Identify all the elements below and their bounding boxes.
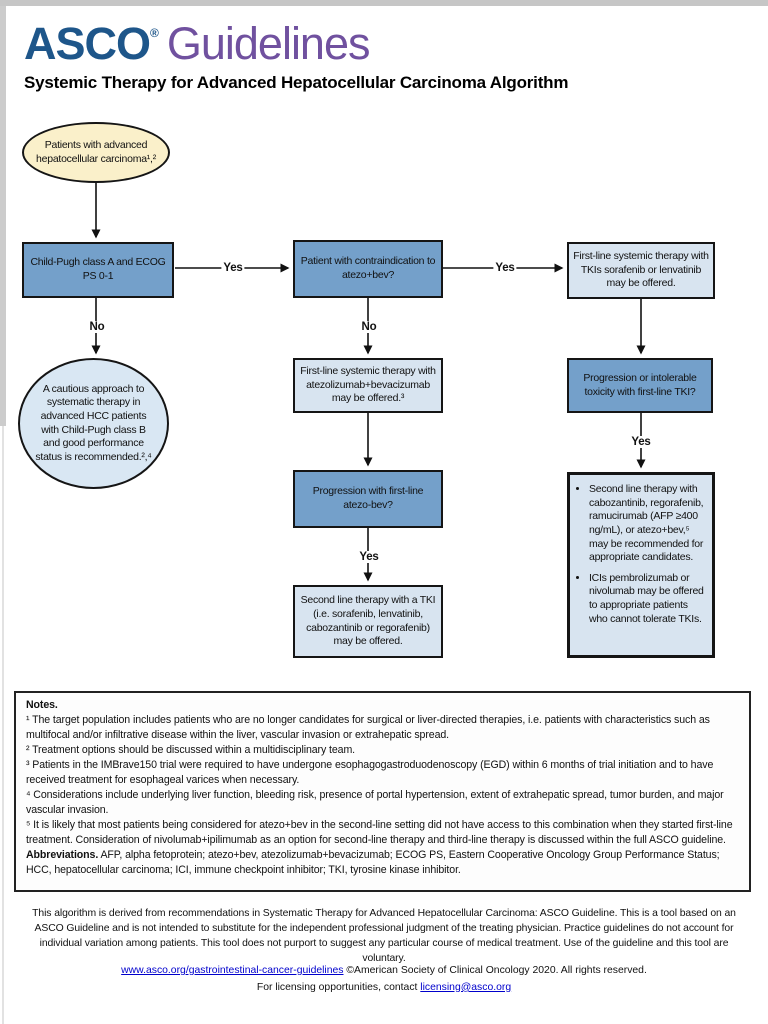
page-left-edge (0, 6, 6, 426)
logo-guidelines-text: Guidelines (166, 18, 371, 69)
logo-asco-text: ASCO (24, 18, 151, 69)
notes-box: Notes. ¹ The target population includes … (14, 691, 751, 892)
abbreviations-label: Abbreviations. (26, 849, 99, 862)
abbreviations-text: AFP, alpha fetoprotein; atezo+bev, atezo… (26, 849, 720, 877)
note-2: ² Treatment options should be discussed … (26, 744, 356, 757)
edge-label-no: No (87, 321, 107, 333)
decision-box-progression-atezo-bev: Progression with first-line atezo-bev? (293, 470, 443, 528)
start-oval-advanced-hcc: Patients with advanced hepatocellular ca… (22, 122, 170, 183)
registered-mark-icon: ® (150, 26, 159, 40)
outcome-box-atezo-bev: First-line systemic therapy with atezoli… (293, 358, 443, 413)
second-line-options-list: Second line therapy with cabozantinib, r… (572, 483, 707, 633)
list-item: ICIs pembrolizumab or nivolumab may be o… (589, 572, 707, 627)
notes-title: Notes. (26, 699, 58, 711)
note-3: ³ Patients in the IMBrave150 trial were … (26, 759, 714, 787)
asco-guidelines-logo: ASCO® Guidelines (24, 18, 370, 70)
note-1: ¹ The target population includes patient… (26, 714, 710, 742)
outcome-circle-cautious-approach: A cautious approach to systematic therap… (18, 358, 169, 489)
copyright-text: ©American Society of Clinical Oncology 2… (343, 965, 647, 976)
decision-box-progression-tki: Progression or intolerable toxicity with… (567, 358, 713, 413)
licensing-email-link[interactable]: licensing@asco.org (420, 981, 512, 993)
edge-label-yes: Yes (221, 262, 245, 274)
outcome-box-second-line-options: Second line therapy with cabozantinib, r… (567, 472, 715, 658)
licensing-prefix: For licensing opportunities, contact (256, 981, 421, 993)
decision-box-contraindication: Patient with contraindication to atezo+b… (293, 240, 443, 298)
note-5: ⁵ It is likely that most patients being … (26, 819, 733, 847)
page-top-edge (0, 0, 768, 6)
guidelines-url-link[interactable]: www.asco.org/gastrointestinal-cancer-gui… (121, 965, 344, 976)
footer-links: www.asco.org/gastrointestinal-cancer-gui… (0, 963, 768, 996)
edge-label-yes: Yes (493, 262, 517, 274)
edge-label-yes: Yes (357, 551, 381, 563)
edge-label-yes: Yes (629, 436, 653, 448)
page-left-edge-lower (2, 426, 4, 1024)
list-item: Second line therapy with cabozantinib, r… (589, 483, 707, 565)
footer-disclaimer: This algorithm is derived from recommend… (32, 908, 736, 965)
outcome-box-first-line-tki: First-line systemic therapy with TKIs so… (567, 242, 715, 299)
licensing-line: For licensing opportunities, contact lic… (0, 980, 768, 997)
note-4: ⁴ Considerations include underlying live… (26, 789, 724, 817)
outcome-box-second-line-tki: Second line therapy with a TKI (i.e. sor… (293, 585, 443, 658)
edge-label-no: No (359, 321, 379, 333)
page-title: Systemic Therapy for Advanced Hepatocell… (24, 73, 569, 92)
decision-box-child-pugh: Child-Pugh class A and ECOG PS 0-1 (22, 242, 174, 298)
abbreviations: Abbreviations. AFP, alpha fetoprotein; a… (26, 848, 739, 878)
copyright-line: www.asco.org/gastrointestinal-cancer-gui… (0, 963, 768, 980)
